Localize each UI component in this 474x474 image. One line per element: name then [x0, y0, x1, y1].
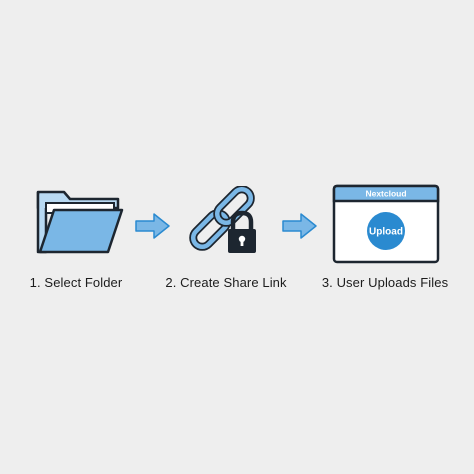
arrow-right-icon — [135, 213, 170, 239]
upload-button — [367, 212, 405, 250]
upload-window-icon: Nextcloud Upload — [332, 184, 440, 264]
window-title: Nextcloud — [365, 189, 406, 199]
arrow-right-icon — [282, 213, 317, 239]
chain-lock-icon — [189, 186, 256, 253]
step-3-label: 3. User Uploads Files — [321, 275, 449, 290]
upload-button-label: Upload — [369, 227, 403, 238]
folder-icon — [36, 190, 124, 254]
step-2-label: 2. Create Share Link — [165, 275, 287, 290]
step-1-label: 1. Select Folder — [29, 275, 123, 290]
